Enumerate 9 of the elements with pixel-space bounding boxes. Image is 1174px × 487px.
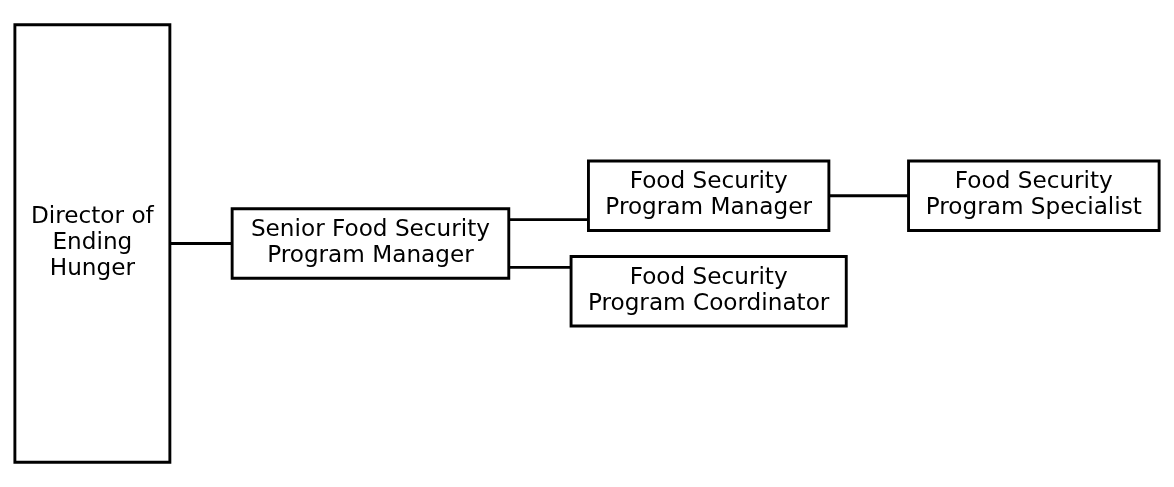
connector [829, 194, 909, 198]
connector [170, 242, 232, 245]
node-box: Food Security Program Specialist [907, 159, 1161, 232]
node-box: Director of Ending Hunger [13, 23, 172, 464]
connector [509, 218, 589, 222]
connector [509, 265, 571, 269]
node-box: Food Security Program Coordinator [569, 255, 848, 328]
node-box: Food Security Program Manager [587, 159, 831, 232]
node-box: Senior Food Security Program Manager [230, 207, 511, 280]
